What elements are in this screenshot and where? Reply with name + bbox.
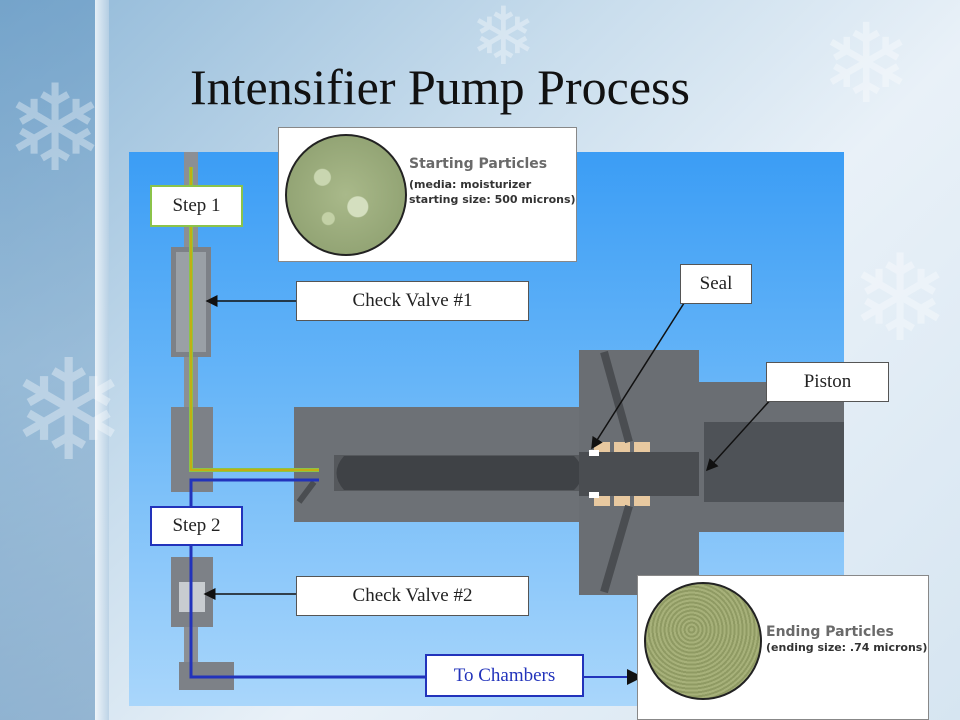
background-stripe bbox=[95, 0, 109, 720]
snowflake-icon: ❄ bbox=[470, 0, 538, 83]
microscope-image-end bbox=[644, 582, 762, 700]
microscope-image-start bbox=[285, 134, 407, 256]
to-chambers-label: To Chambers bbox=[425, 654, 584, 697]
pump-cross-section bbox=[171, 152, 844, 690]
check-valve-2-label: Check Valve #2 bbox=[296, 576, 529, 616]
seal-label: Seal bbox=[680, 264, 752, 304]
piston-label: Piston bbox=[766, 362, 889, 402]
snowflake-icon: ❄ bbox=[850, 230, 951, 369]
ending-particles-title: Ending Particles bbox=[766, 624, 894, 640]
snowflake-icon: ❄ bbox=[820, 0, 913, 128]
step-2-label: Step 2 bbox=[150, 506, 243, 546]
snowflake-icon: ❄ bbox=[10, 330, 128, 493]
starting-particles-photo: Starting Particles (media: moisturizer s… bbox=[278, 127, 577, 262]
ending-particles-photo: Ending Particles (ending size: .74 micro… bbox=[637, 575, 929, 720]
starting-particles-size: starting size: 500 microns) bbox=[409, 193, 576, 206]
snowflake-icon: ❄ bbox=[5, 60, 106, 199]
step-1-label: Step 1 bbox=[150, 185, 243, 227]
starting-particles-title: Starting Particles bbox=[409, 156, 548, 172]
ending-particles-size: (ending size: .74 microns) bbox=[766, 641, 928, 654]
background-left-band bbox=[0, 0, 95, 720]
check-valve-1-label: Check Valve #1 bbox=[296, 281, 529, 321]
starting-particles-media: (media: moisturizer bbox=[409, 178, 532, 191]
page-title: Intensifier Pump Process bbox=[190, 59, 690, 115]
